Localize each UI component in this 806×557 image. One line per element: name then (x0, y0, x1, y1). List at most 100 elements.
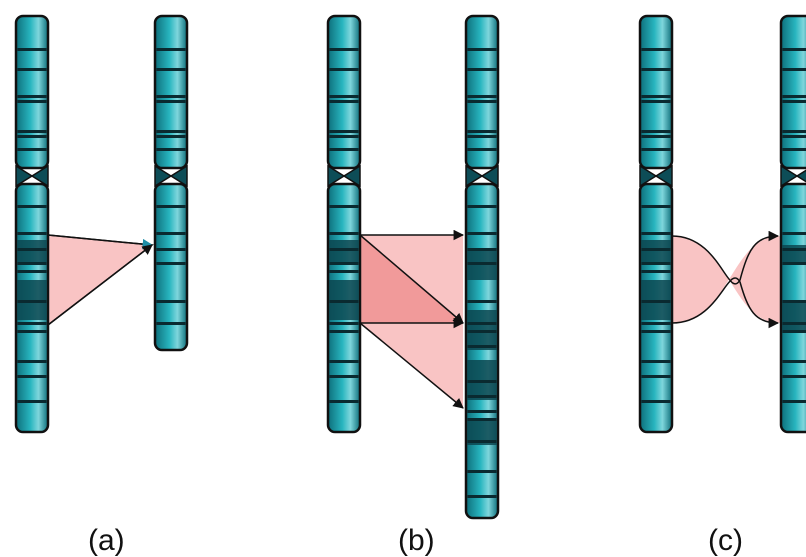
chromosome-b-left-band (329, 262, 359, 265)
chromosome-a-right-band (156, 262, 186, 265)
chromosome-c-left-band (641, 100, 671, 103)
chromosome-c-left (638, 14, 674, 434)
chromosome-b-right-band (467, 440, 497, 443)
chromosome-a-left-band (17, 322, 47, 325)
chromosome-a-left-band (17, 148, 47, 151)
chromosome-a-left-band (17, 48, 47, 51)
arrow-c-bottom (671, 277, 780, 329)
chromosome-a-left-band (17, 100, 47, 103)
chromosome-c-left-band (641, 400, 671, 403)
chromosome-c-right-band (782, 130, 806, 133)
chromosome-a-right-band (156, 205, 186, 208)
chromosome-c-right-band (782, 300, 806, 303)
chromosome-a-right (153, 14, 189, 352)
arrow-c-top (671, 230, 780, 285)
chromosome-b-left-band (329, 360, 359, 363)
chromosome-a-left-band (17, 68, 47, 71)
arrow-b-4 (359, 322, 464, 409)
chromosome-c-left-band (641, 300, 671, 303)
chromosome-a-right-band (156, 300, 186, 303)
chromosome-b-right-p-arm (464, 14, 500, 170)
chromosome-a-right-band (156, 148, 186, 151)
chromosome-c-left-band (641, 360, 671, 363)
mapping-shape-a (47, 234, 154, 327)
chromosome-b-left-band (329, 330, 359, 333)
chromosome-a-left-band (17, 232, 47, 235)
chromosome-b-left-band (329, 135, 359, 138)
chromosome-b-right-band (467, 300, 497, 303)
chromosome-c-right-band (782, 262, 806, 265)
chromosome-a-left-band (17, 300, 47, 303)
chromosome-b-left-band (329, 95, 359, 98)
chromosome-a-left-band (17, 270, 47, 273)
chromosome-c-right-centromere (780, 164, 806, 188)
chromosome-a-right-band (156, 322, 186, 325)
chromosome-b-right (464, 14, 500, 520)
arrow-a-top (47, 234, 154, 250)
chromosome-a-left-band (17, 375, 47, 378)
chromosome-b-right-band (467, 48, 497, 51)
chromosome-b-right-band (467, 345, 497, 348)
panel-label-b: (b) (398, 524, 435, 557)
chromosome-c-left-band (641, 148, 671, 151)
mapping-shape-c (672, 236, 780, 323)
chromosome-c-left-band (641, 205, 671, 208)
mappings (47, 229, 780, 409)
chromosome-c-left-band (641, 68, 671, 71)
chromosome-a-right-band (156, 100, 186, 103)
chromosome-c-right-p-arm (779, 14, 806, 170)
chromosome-c-right-band (782, 322, 806, 325)
chromosome-b-right-band (467, 470, 497, 473)
chromosome-a-left-band (17, 400, 47, 403)
chromosome-c-right-band (782, 360, 806, 363)
chromosome-c-right-band (782, 205, 806, 208)
chromosome-b-right-band (467, 248, 497, 251)
chromosome-a-right-band (156, 95, 186, 98)
chromosome-c-left-band (641, 262, 671, 265)
chromosome-c-left-band (641, 270, 671, 273)
chromosome-c-left-band (641, 330, 671, 333)
chromosome-b-left-p-arm (326, 14, 362, 170)
chromosome-a-left-p-arm (14, 14, 50, 170)
chromosome-b-left-band (329, 68, 359, 71)
chromosome-c-left-centromere (639, 164, 673, 188)
chromosome-b-left-band (329, 248, 359, 251)
arrow-a-bottom (47, 244, 153, 326)
chromosome-b-right-band (467, 395, 497, 398)
chromosome-c-right-band (782, 248, 806, 251)
chromosome-a-left-band (17, 135, 47, 138)
chromosome-b-right-band (467, 322, 497, 325)
arrow-b-2 (359, 234, 464, 324)
chromosome-a-right-band (156, 232, 186, 235)
chromosome-b-right-band (467, 100, 497, 103)
chromosome-c-left-band (641, 375, 671, 378)
chromosome-b-left-band (329, 400, 359, 403)
chromosome-a-left-band (17, 330, 47, 333)
chromosome-c-left-band (641, 48, 671, 51)
chromosome-a-right-band (156, 130, 186, 133)
chromosome-a-left-band (17, 248, 47, 251)
chromosome-a-left (14, 14, 50, 434)
chromosome-b-right-band (467, 148, 497, 151)
chromosome-c-left-p-arm (638, 14, 674, 170)
chromosome-c-right-band (782, 135, 806, 138)
chromosome-b-left-band (329, 375, 359, 378)
chromosome-c-right-band (782, 48, 806, 51)
chromosome-b-left-band (329, 270, 359, 273)
chromosome-a-left-band (17, 360, 47, 363)
chromosome-b-right-band (467, 380, 497, 383)
chromosome-a-left-band (17, 95, 47, 98)
chromosome-b-left-band (329, 205, 359, 208)
chromosome-b-left-band (329, 100, 359, 103)
chromosome-c-left-band (641, 130, 671, 133)
chromosome-c-right-band (782, 148, 806, 151)
chromosome-c-right-band (782, 95, 806, 98)
chromosome-b-right-band (467, 330, 497, 333)
chromosome-c-left-band (641, 248, 671, 251)
chromosome-b-right-band (467, 232, 497, 235)
chromosome-b-left-band (329, 300, 359, 303)
chromosome-b-right-band (467, 205, 497, 208)
chromosome-c-left-band (641, 135, 671, 138)
chromosome-c-left-band (641, 322, 671, 325)
chromosome-c-left-band (641, 95, 671, 98)
